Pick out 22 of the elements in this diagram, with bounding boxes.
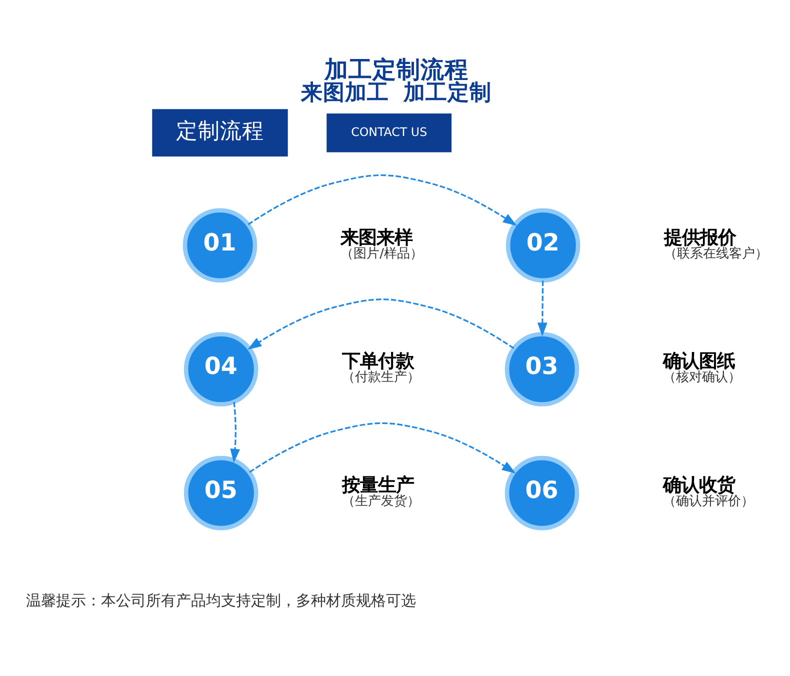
node-circle: 06	[504, 456, 580, 530]
node-label: 来图来样	[340, 227, 413, 248]
node-circle: 05	[184, 456, 258, 530]
arrow	[230, 402, 240, 463]
caption: 温馨提示：本公司所有产品均支持定制，多种材质规格可选	[26, 591, 416, 610]
node-circle: 04	[184, 332, 258, 406]
node-label: （生产发货）	[342, 494, 420, 510]
label: 定制流程	[176, 119, 264, 144]
node-circle: 02	[506, 208, 580, 283]
node-label: （核对确认）	[663, 370, 742, 386]
arrow	[538, 280, 548, 337]
label: CONTACT US	[351, 124, 428, 139]
node-label: （付款生产）	[342, 370, 420, 386]
arrow	[248, 298, 514, 350]
node-label: （联系在线客户）	[664, 246, 768, 262]
node-label: （图片/样品）	[340, 246, 423, 262]
label: 来图加工 加工定制	[300, 80, 492, 106]
node-circle: 01	[182, 208, 258, 283]
node-label: （确认并评价）	[663, 494, 754, 510]
node-circle: 03	[504, 332, 580, 406]
arrow	[248, 174, 517, 226]
arrow	[249, 422, 516, 474]
